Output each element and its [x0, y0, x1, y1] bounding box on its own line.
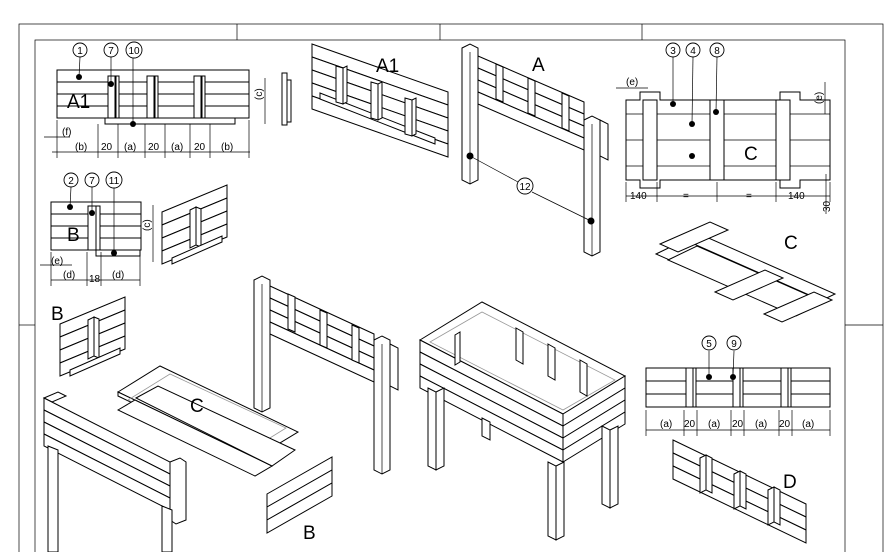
d-dim-a-2: (a): [708, 419, 720, 430]
callout-8: 8: [709, 42, 725, 58]
b-front-label: B: [67, 225, 80, 246]
callout-5: 5: [701, 335, 717, 351]
a1-dim-c: (c): [254, 88, 265, 100]
d-isometric-view: D: [672, 439, 807, 544]
callout-12: 12: [516, 177, 534, 195]
svg-text:10: 10: [128, 46, 140, 57]
d-dim-a-3: (a): [755, 419, 767, 430]
a1-dim-20-1: 20: [101, 142, 113, 153]
d-dim-a-4: (a): [802, 419, 814, 430]
a1-dim-b-right: (b): [221, 142, 233, 153]
b-front-view: B (c) (e) (d) 18 (d): [40, 186, 154, 286]
callout-7-a1: 7: [103, 42, 119, 58]
a1-iso-label: A1: [376, 56, 399, 77]
side-frame-isometric: [253, 275, 399, 475]
callout-7-b: 7: [84, 172, 100, 188]
callout-3: 3: [665, 42, 681, 58]
d-dim-a-1: (a): [660, 419, 672, 430]
side-long-isometric: [42, 391, 187, 553]
d-front-view: (a) 20 (a) 20 (a) 20 (a): [645, 350, 831, 436]
c-isometric-center: C: [116, 365, 300, 477]
svg-text:9: 9: [731, 339, 737, 350]
callout-9: 9: [726, 335, 742, 351]
c-top-label: C: [744, 144, 758, 165]
c-dim-30: 30: [822, 200, 833, 212]
sheet-frame: [18, 23, 884, 557]
callout-circles: 1 7 10 2 7 11 3 4 8 12 5 9: [63, 41, 742, 351]
b-iso-bottom-label: B: [303, 523, 316, 544]
svg-text:1: 1: [77, 46, 83, 57]
b-isometric-left: B: [51, 296, 126, 377]
b-iso-small-label: B: [51, 304, 64, 325]
a1-dim-20-3: 20: [194, 142, 206, 153]
svg-text:11: 11: [109, 176, 120, 187]
d-dim-20-2: 20: [732, 419, 744, 430]
svg-text:4: 4: [690, 46, 696, 57]
a-iso-label: A: [532, 55, 545, 76]
svg-text:7: 7: [108, 46, 114, 57]
c-iso-center-label: C: [190, 396, 204, 417]
a1-front-view: A1 (c) (b) 20 (a) 20 (a) 20 (b) (f): [44, 56, 292, 158]
svg-text:7: 7: [89, 176, 95, 187]
b-isometric-top: [161, 184, 228, 265]
callout-2: 2: [63, 172, 79, 188]
a1-dim-20-2: 20: [148, 142, 160, 153]
a-isometric-view: A: [461, 43, 609, 257]
a1-dim-b-left: (b): [75, 142, 87, 153]
d-dim-20-1: 20: [684, 419, 696, 430]
b-isometric-bottom: B: [266, 456, 333, 544]
a1-dim-f: (f): [62, 127, 71, 138]
a1-front-label: A1: [67, 92, 90, 113]
svg-text:8: 8: [714, 46, 720, 57]
c-dim-e-right: (e): [814, 92, 825, 104]
svg-text:5: 5: [706, 339, 712, 350]
callout-1: 1: [72, 42, 88, 58]
svg-text:2: 2: [68, 176, 74, 187]
c-top-view: C (e) (e) 30 140 = = 140: [616, 56, 833, 214]
c-iso-right-label: C: [784, 233, 798, 254]
callout-10: 10: [125, 41, 143, 59]
callout-11: 11: [105, 171, 123, 189]
b-dim-d-right: (d): [112, 270, 124, 281]
a1-dim-a-1: (a): [124, 142, 136, 153]
c-dim-eq-2: =: [746, 191, 752, 202]
b-dim-18: 18: [89, 274, 101, 285]
c-dim-140-right: 140: [788, 191, 805, 202]
a1-isometric-view: A1: [311, 43, 449, 158]
c-dim-eq-1: =: [683, 191, 689, 202]
c-dim-e-top: (e): [626, 77, 638, 88]
b-dim-c: (c): [142, 219, 153, 231]
svg-text:12: 12: [519, 182, 531, 193]
c-isometric-right: C: [654, 221, 837, 323]
d-iso-label: D: [783, 472, 797, 493]
a1-dim-a-2: (a): [171, 142, 183, 153]
callout-4: 4: [685, 42, 701, 58]
b-dim-d-left: (d): [63, 270, 75, 281]
svg-text:3: 3: [670, 46, 676, 57]
d-dim-20-3: 20: [779, 419, 791, 430]
c-dim-140-left: 140: [630, 191, 647, 202]
b-dim-e: (e): [51, 256, 63, 267]
planter-assembled-isometric: [418, 301, 627, 541]
